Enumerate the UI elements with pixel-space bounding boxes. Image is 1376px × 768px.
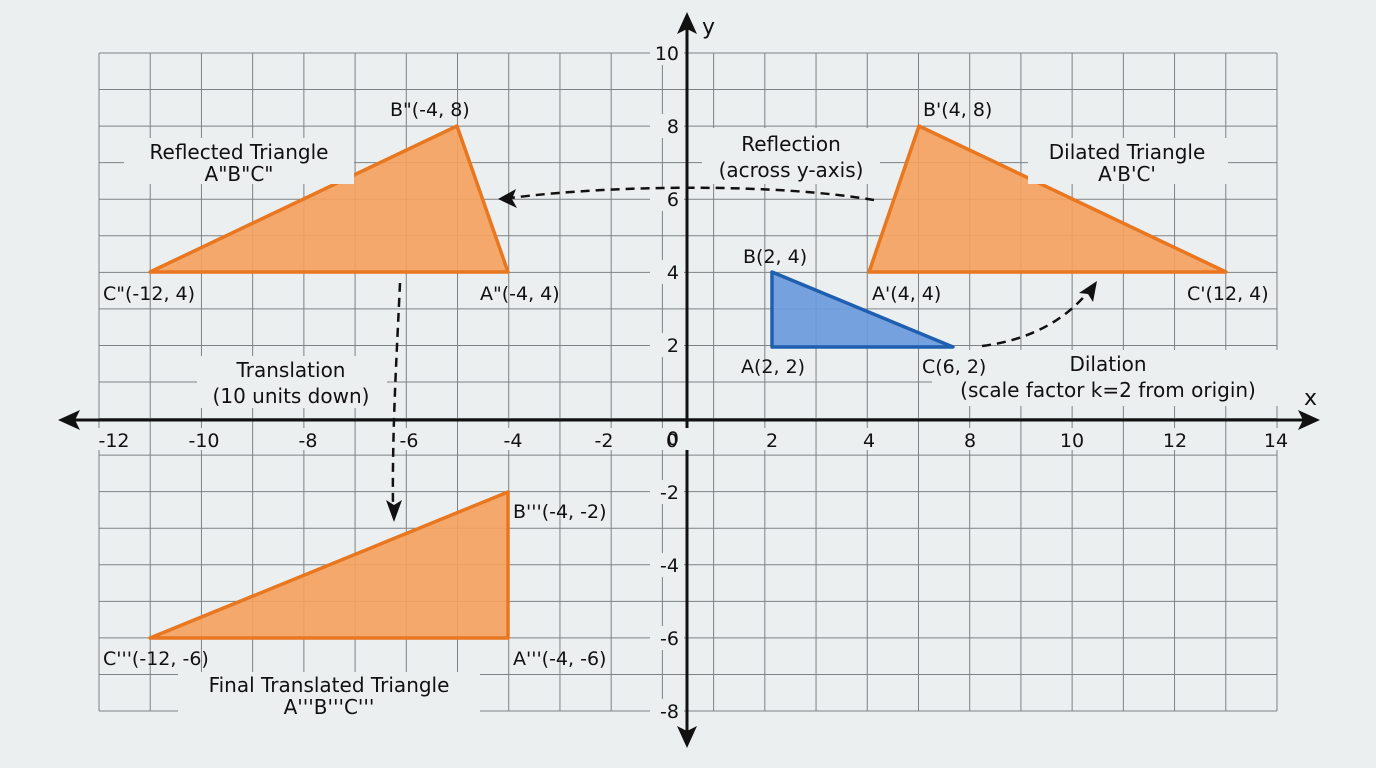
y-tick-labels: 10 8 6 4 2 0 -2 -4 -6 -8 bbox=[650, 41, 684, 723]
y-tick-label: -2 bbox=[660, 482, 679, 504]
original-b-label: B(2, 4) bbox=[743, 246, 807, 268]
dilated-title: Dilated Triangle bbox=[1049, 140, 1206, 164]
y-tick-label: 8 bbox=[667, 116, 679, 138]
x-tick-label: -8 bbox=[299, 430, 318, 452]
translation-title: Translation bbox=[236, 358, 346, 382]
translation-arrow bbox=[391, 282, 402, 509]
reflection-arrow bbox=[509, 186, 875, 202]
reflected-subtitle: A"B"C" bbox=[205, 162, 274, 186]
y-axis-down-arrow-icon bbox=[677, 726, 697, 748]
y-tick-label: 4 bbox=[667, 262, 679, 284]
y-tick-label: -4 bbox=[660, 555, 679, 577]
translated-subtitle: A'''B'''C''' bbox=[284, 695, 375, 719]
x-tick-label: 0 bbox=[666, 430, 678, 452]
translated-triangle bbox=[148, 490, 510, 640]
translation-arrowhead-icon bbox=[386, 500, 402, 522]
x-tick-label: 8 bbox=[964, 430, 976, 452]
x-axis-left-arrow-icon bbox=[58, 410, 80, 430]
y-axis-up-arrow-icon bbox=[677, 12, 697, 34]
x-tick-label: 10 bbox=[1060, 430, 1084, 452]
reflected-triangle bbox=[148, 124, 510, 274]
dilated-subtitle: A'B'C' bbox=[1098, 162, 1156, 186]
x-tick-label: -2 bbox=[595, 430, 614, 452]
reflected-title: Reflected Triangle bbox=[150, 140, 329, 164]
dilated-triangle bbox=[867, 124, 1228, 274]
dilation-title: Dilation bbox=[1069, 352, 1146, 376]
reflected-a-label: A"(-4, 4) bbox=[480, 283, 560, 305]
original-c-label: C(6, 2) bbox=[922, 356, 986, 378]
reflection-subtitle: (across y-axis) bbox=[719, 158, 864, 182]
dilated-a-label: A'(4, 4) bbox=[872, 283, 941, 305]
x-tick-label: 4 bbox=[863, 430, 875, 452]
x-tick-label: -12 bbox=[98, 430, 129, 452]
x-tick-label: -10 bbox=[188, 430, 219, 452]
reflection-title: Reflection bbox=[741, 132, 841, 156]
dilation-arrow bbox=[981, 291, 1089, 348]
y-axis bbox=[677, 12, 697, 748]
reflected-c-label: C"(-12, 4) bbox=[103, 283, 195, 305]
y-axis-label: y bbox=[702, 15, 715, 40]
y-tick-label: 6 bbox=[667, 189, 679, 211]
x-tick-label: -4 bbox=[504, 430, 523, 452]
x-tick-label: 2 bbox=[766, 430, 778, 452]
dilation-arrowhead-icon bbox=[1079, 281, 1097, 302]
reflected-b-label: B"(-4, 8) bbox=[390, 99, 470, 121]
x-tick-label: 14 bbox=[1264, 430, 1288, 452]
y-tick-label: 10 bbox=[655, 43, 679, 65]
x-axis bbox=[58, 410, 1320, 430]
dilated-b-label: B'(4, 8) bbox=[923, 99, 992, 121]
translation-subtitle: (10 units down) bbox=[213, 384, 370, 408]
translated-b-label: B'''(-4, -2) bbox=[513, 501, 607, 523]
y-tick-label: -8 bbox=[660, 701, 679, 723]
y-tick-label: 0 bbox=[667, 428, 679, 450]
translated-c-label: C'''(-12, -6) bbox=[103, 648, 209, 670]
original-triangle bbox=[770, 270, 955, 349]
dilated-c-label: C'(12, 4) bbox=[1187, 283, 1269, 305]
dilation-subtitle: (scale factor k=2 from origin) bbox=[960, 378, 1256, 402]
y-tick-label: 2 bbox=[667, 335, 679, 357]
original-a-label: A(2, 2) bbox=[741, 356, 805, 378]
translated-a-label: A'''(-4, -6) bbox=[513, 648, 606, 670]
x-axis-label: x bbox=[1304, 386, 1317, 411]
x-axis-right-arrow-icon bbox=[1298, 410, 1320, 430]
reflection-arrowhead-icon bbox=[498, 189, 517, 208]
translated-title: Final Translated Triangle bbox=[209, 673, 450, 697]
x-tick-label: -6 bbox=[400, 430, 419, 452]
y-tick-label: -6 bbox=[660, 628, 679, 650]
x-tick-labels: -12 -10 -8 -6 -4 -2 0 2 4 8 10 12 14 bbox=[96, 428, 1294, 452]
x-tick-label: 12 bbox=[1163, 430, 1187, 452]
